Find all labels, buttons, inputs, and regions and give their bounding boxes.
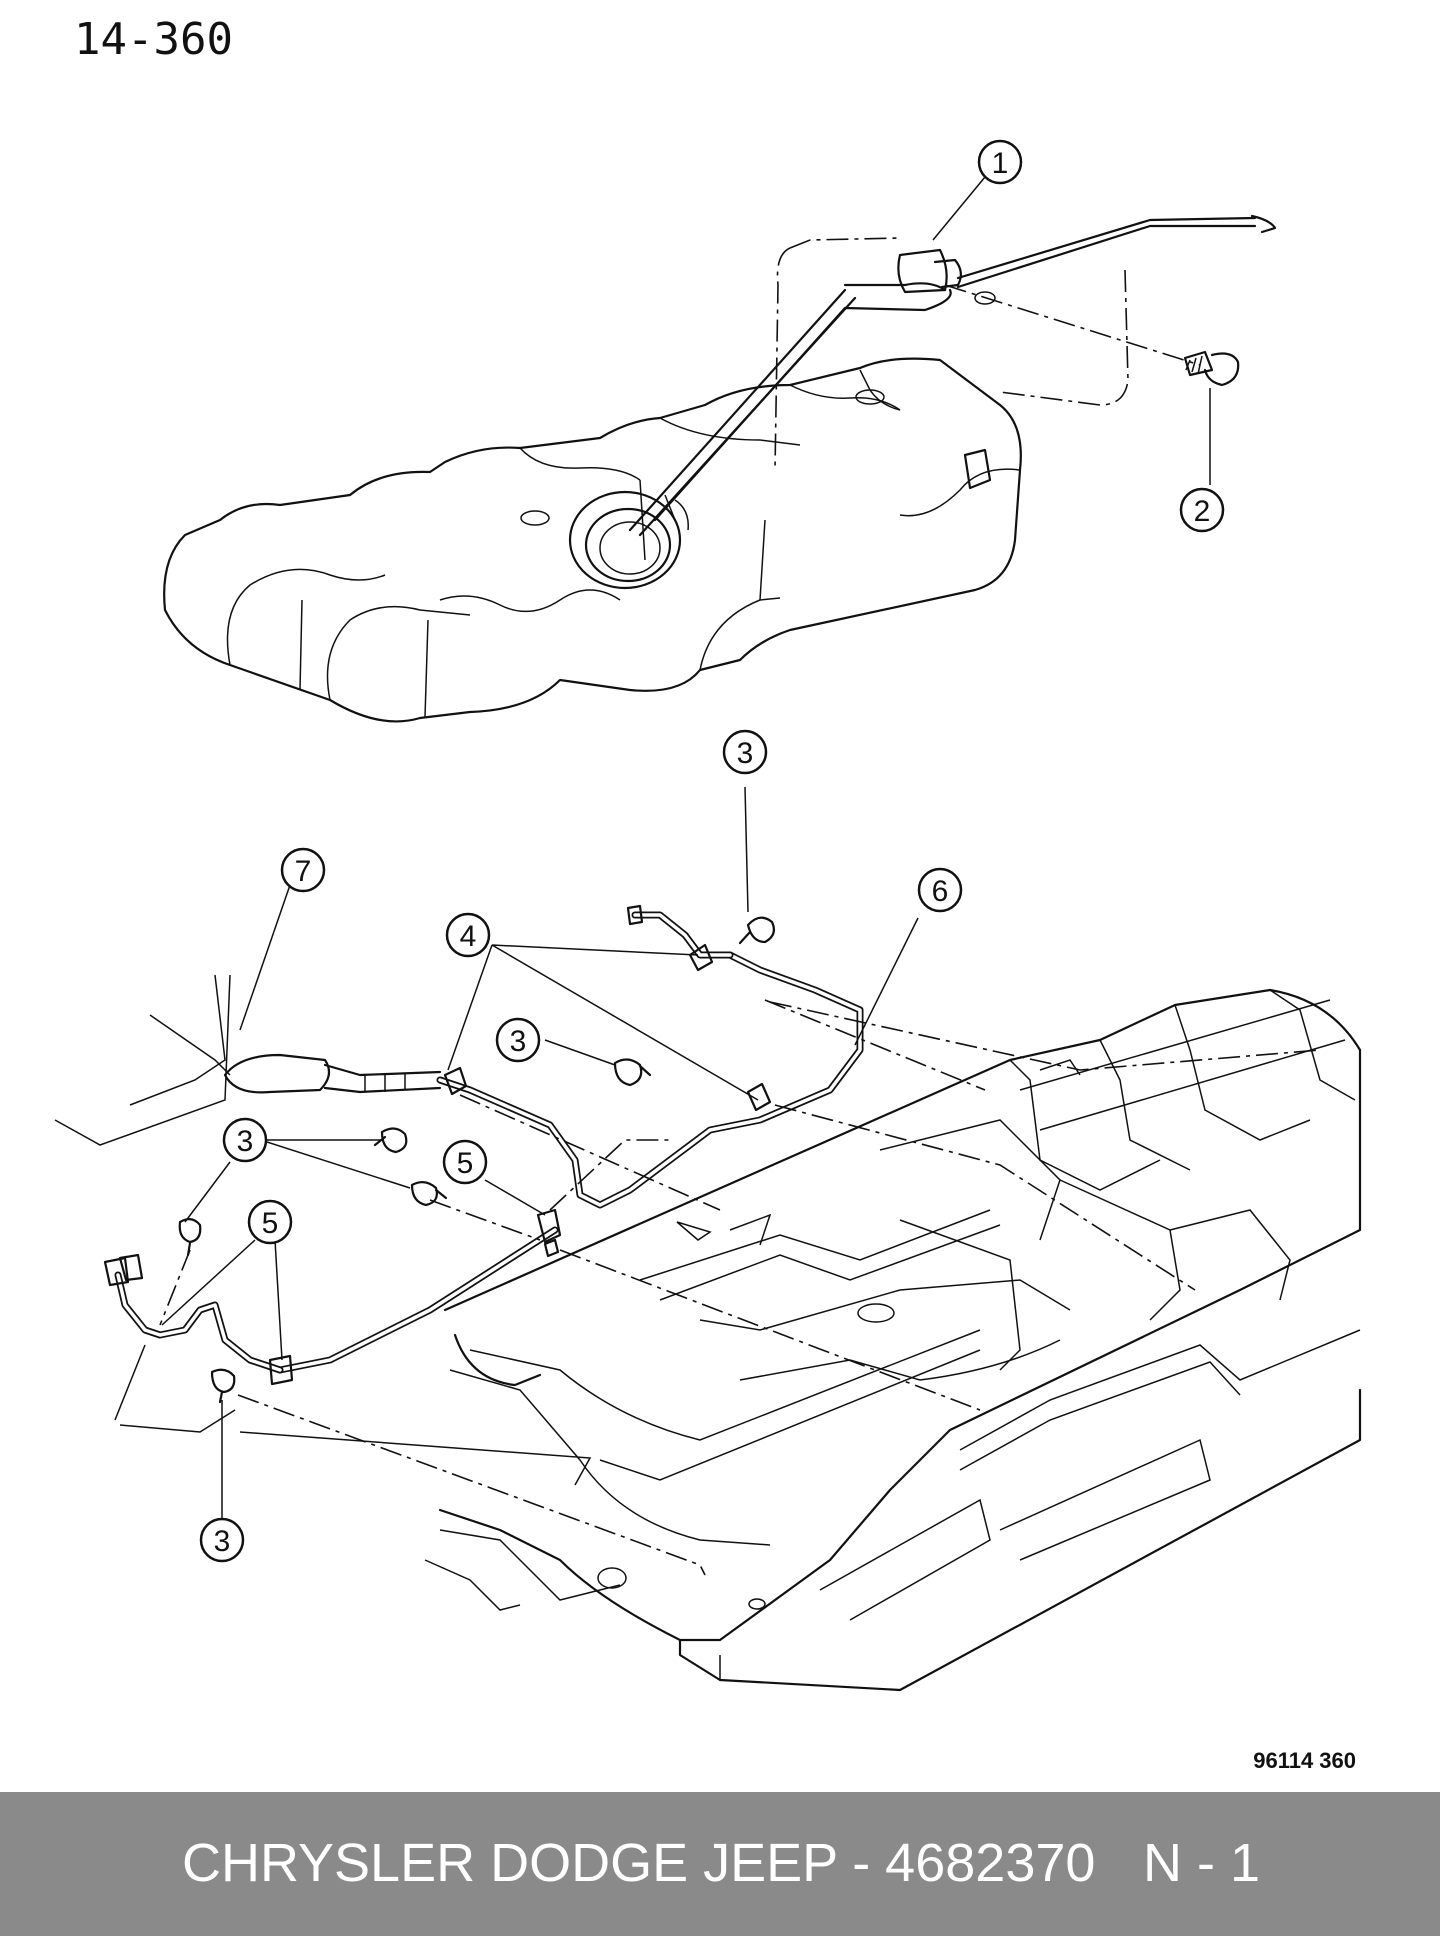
callout-6: 6: [917, 867, 963, 913]
callout-1: 1: [977, 139, 1023, 185]
svg-text:6: 6: [932, 875, 949, 908]
callout-5-right: 5: [442, 1139, 488, 1185]
svg-text:5: 5: [262, 1207, 279, 1240]
footer-brand-part-number: CHRYSLER DODGE JEEP - 4682370: [182, 1833, 1096, 1893]
callout-3-middle: 3: [495, 1017, 541, 1063]
figure-reference-code: 96114 360: [1253, 1748, 1356, 1773]
svg-text:3: 3: [510, 1025, 527, 1058]
screw-item-2: [1183, 350, 1240, 485]
callout-4: 4: [445, 912, 491, 958]
footer-bar: CHRYSLER DODGE JEEP - 4682370 N - 1: [0, 1792, 1440, 1936]
bolts-item-3: [114, 916, 1321, 1576]
svg-text:5: 5: [457, 1147, 474, 1180]
callout-7: 7: [280, 847, 326, 893]
footer-page-label: N - 1: [1143, 1833, 1261, 1893]
callout-3-bottom: 3: [199, 1517, 245, 1563]
callout-3-top: 3: [722, 729, 768, 775]
svg-text:2: 2: [1194, 495, 1211, 528]
fuel-line-bundle: [103, 904, 864, 1386]
svg-text:1: 1: [992, 147, 1009, 180]
fuel-filter-assembly: [628, 214, 1277, 537]
fuel-tank: [163, 357, 1022, 723]
page-number: 14-360: [74, 14, 233, 65]
fuel-system-diagram: 1 2 3 7 6 4 3 5 3 5 3: [54, 139, 1362, 1692]
svg-text:3: 3: [737, 737, 754, 770]
leader-lines: [161, 176, 986, 1518]
svg-text:4: 4: [460, 920, 477, 953]
svg-text:3: 3: [237, 1125, 254, 1158]
callout-3-left: 3: [222, 1117, 268, 1163]
callout-2: 2: [1179, 487, 1225, 533]
vehicle-underbody: [424, 988, 1362, 1692]
svg-text:7: 7: [295, 855, 312, 888]
callout-5-left: 5: [247, 1199, 293, 1245]
svg-text:3: 3: [214, 1525, 231, 1558]
fuel-filler-hose: [54, 974, 442, 1146]
